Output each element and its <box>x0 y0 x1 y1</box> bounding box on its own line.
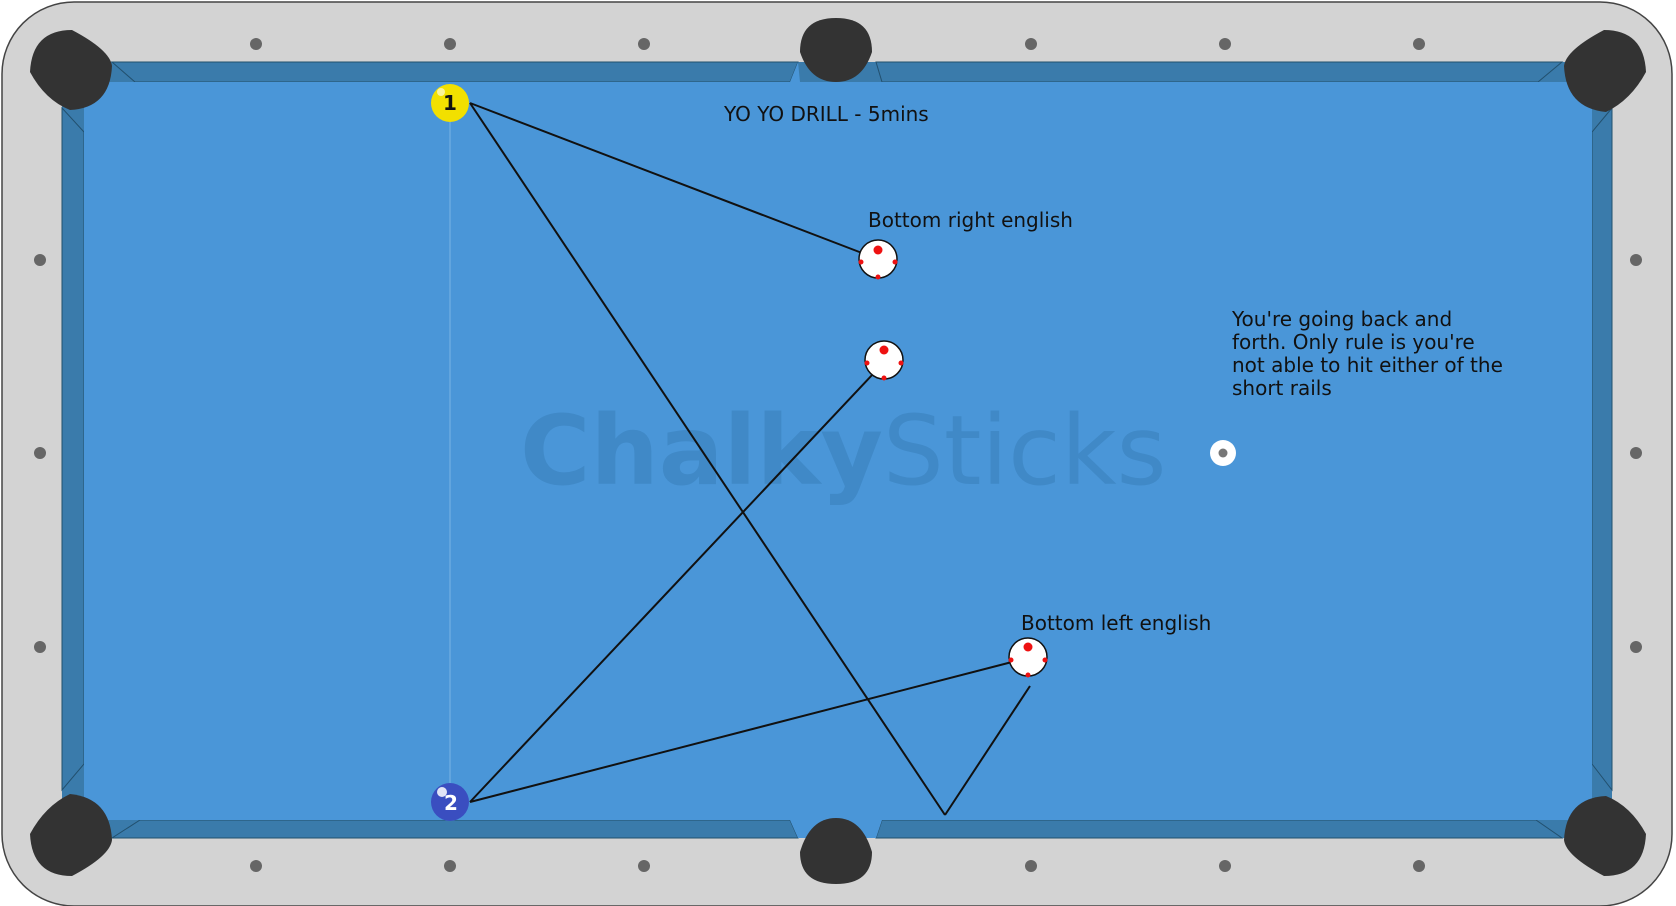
diamond <box>34 447 46 459</box>
cue-ball-middle <box>864 340 904 381</box>
english-ring-marker <box>1042 657 1048 663</box>
watermark-part2: Sticks <box>883 395 1167 507</box>
diamond <box>1630 447 1642 459</box>
diamond <box>1630 254 1642 266</box>
english-ring-marker <box>864 360 870 366</box>
watermark: ChalkySticks <box>520 395 1167 507</box>
english-ring-marker <box>1025 672 1031 678</box>
ball-2-number: 2 <box>444 791 458 815</box>
cushion-bottom-left <box>110 819 799 839</box>
english-ring-marker <box>892 259 898 265</box>
description-line: short rails <box>1232 376 1332 400</box>
english-ring-marker <box>881 375 887 381</box>
diamond <box>250 860 262 872</box>
ball-1-number: 1 <box>443 91 457 115</box>
spot-inner <box>1218 448 1228 458</box>
english-dot <box>879 345 889 355</box>
diamond <box>1413 38 1425 50</box>
description-line: You're going back and <box>1231 307 1452 331</box>
diamond <box>1413 860 1425 872</box>
cushion-top-left <box>110 61 799 83</box>
drill-description: You're going back and forth. Only rule i… <box>1231 307 1503 400</box>
pocket-top-middle <box>800 18 872 82</box>
diamond <box>34 641 46 653</box>
cushion-bottom-right <box>875 819 1564 839</box>
ball-1: 1 <box>431 84 469 122</box>
label-bottom-right-english: Bottom right english <box>868 208 1073 232</box>
diamond <box>1219 38 1231 50</box>
diamond <box>638 860 650 872</box>
playing-surface-fill <box>84 82 1592 820</box>
ball-1-highlight <box>437 88 445 96</box>
diamond <box>638 38 650 50</box>
diamonds <box>34 38 1642 872</box>
english-dot <box>1023 642 1033 652</box>
description-line: not able to hit either of the <box>1232 353 1503 377</box>
english-ring-marker <box>898 360 904 366</box>
path-1-to-rail <box>469 102 946 816</box>
diamond <box>1219 860 1231 872</box>
cushion-top-right <box>875 61 1564 83</box>
pocket-top-right <box>1564 30 1646 112</box>
diamond <box>1025 38 1037 50</box>
label-bottom-left-english: Bottom left english <box>1021 611 1211 635</box>
cue-ball-bottom-left <box>1008 637 1048 678</box>
path-2-to-ball-b <box>469 373 874 803</box>
english-ring-marker <box>875 274 881 280</box>
description-line: forth. Only rule is you're <box>1232 330 1475 354</box>
diamond <box>1630 641 1642 653</box>
pocket-bottom-middle <box>800 818 872 884</box>
diamond <box>34 254 46 266</box>
english-ring-marker <box>1008 657 1014 663</box>
cue-ball-bottom-right <box>858 239 898 280</box>
diamond <box>1025 860 1037 872</box>
drill-title: YO YO DRILL - 5mins <box>723 102 929 126</box>
cushion-left <box>61 106 85 792</box>
pocket-bottom-left <box>30 794 112 876</box>
cushion-right <box>1591 106 1613 792</box>
ball-2: 2 <box>431 783 469 821</box>
path-rail-to-ball-c <box>944 685 1031 816</box>
cue-ball-spot <box>1210 440 1236 466</box>
diamond <box>444 38 456 50</box>
pocket-bottom-right <box>1564 796 1646 876</box>
ball-2-highlight <box>437 787 447 797</box>
path-1-to-ball-a <box>469 102 863 254</box>
diamond <box>444 860 456 872</box>
english-dot <box>873 245 883 255</box>
path-2-to-ball-c <box>469 661 1013 803</box>
pocket-top-left <box>30 30 112 110</box>
shot-paths <box>469 102 1031 816</box>
diamond <box>250 38 262 50</box>
english-ring-marker <box>858 259 864 265</box>
